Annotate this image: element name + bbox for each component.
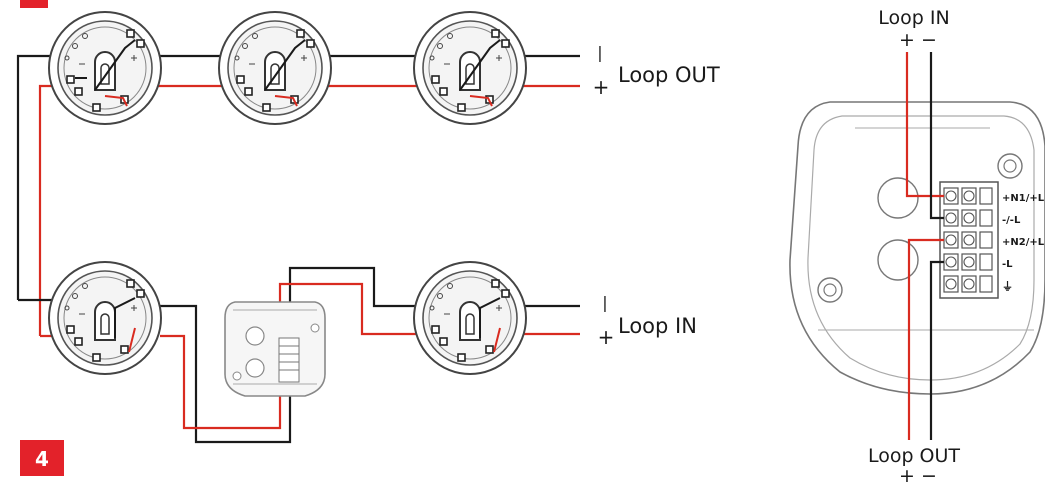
terminal-label-1: +N1/+L <box>1002 193 1045 204</box>
earth-terminal-symbol: ⏚ <box>1002 280 1013 293</box>
loop-in-label-right: Loop IN <box>878 7 949 29</box>
wire-negative-loop-out <box>929 260 944 440</box>
detector-top-1 <box>48 11 162 125</box>
interface-module <box>224 301 326 397</box>
wire-positive-top <box>38 84 580 336</box>
terminal-label-2: -/-L <box>1002 215 1021 226</box>
top-minus-symbol: | <box>597 43 602 62</box>
wire-negative-loop-in <box>929 52 944 220</box>
terminal-label-3: +N2/+L <box>1002 237 1045 248</box>
wire-positive-loop-out <box>907 238 944 440</box>
detector-bottom-1 <box>48 261 162 375</box>
loop-out-polarity: + − <box>899 465 937 485</box>
detector-bottom-2 <box>413 261 527 375</box>
loop-out-label-left: Loop OUT <box>618 63 720 87</box>
loop-in-label-left: Loop IN <box>618 314 697 338</box>
bottom-minus-symbol: | <box>602 293 607 312</box>
top-plus-symbol: + <box>593 75 610 99</box>
module-housing <box>789 101 1045 395</box>
detector-top-3 <box>413 11 527 125</box>
terminal-label-4: -L <box>1002 259 1013 270</box>
module-detail: +N1/+L -/-L +N2/+L -L ⏚ <box>789 101 1045 395</box>
wire-negative-top <box>16 54 580 300</box>
loop-out-label-right: Loop OUT <box>868 445 960 467</box>
detector-top-2 <box>218 11 332 125</box>
bottom-plus-symbol: + <box>598 325 615 349</box>
step-badge: 4 <box>20 440 64 476</box>
loop-in-polarity: + − <box>899 29 937 51</box>
step-badge-top-corner <box>20 0 48 8</box>
step-number: 4 <box>35 447 49 471</box>
